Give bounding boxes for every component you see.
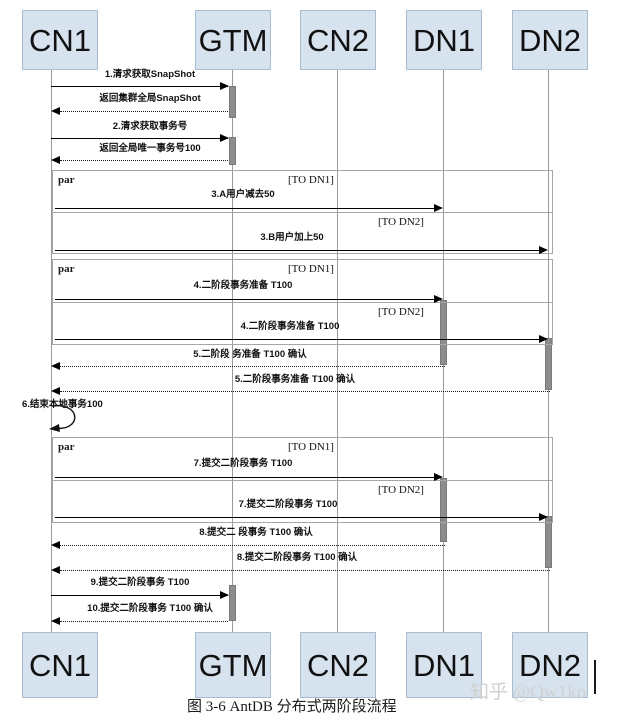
activation-bar-dn2-1: [545, 338, 552, 390]
message-arrowhead-8: [539, 335, 548, 343]
message-arrowhead-3: [220, 134, 229, 142]
message-arrowhead-13: [539, 513, 548, 521]
participant-label: DN1: [412, 22, 475, 58]
message-label-13: 7.提交二阶段事务 T100: [238, 499, 338, 510]
message-label-10: 5.二阶段事务准备 T100 确认: [234, 374, 356, 385]
activation-bar-dn1-2: [440, 478, 447, 542]
participant-footer-dn2[interactable]: DN2: [512, 632, 588, 698]
message-label-16: 9.提交二阶段事务 T100: [90, 577, 190, 588]
watermark: 知乎 @Qw1ko: [470, 682, 587, 703]
message-line-16: [51, 595, 228, 596]
lifeline-cn1: [51, 70, 52, 632]
self-message-loop: [49, 405, 76, 432]
message-arrowhead-4: [51, 156, 60, 164]
message-line-15: [60, 570, 550, 571]
fragment-par-2-guard-dn1: [TO DN1]: [288, 263, 334, 275]
fragment-par-3-guard-dn1: [TO DN1]: [288, 441, 334, 453]
activation-bar-gtm-2: [229, 137, 236, 165]
message-arrowhead-15: [51, 566, 60, 574]
message-label-9: 5.二阶段 务准备 T100 确认: [193, 349, 307, 360]
message-label-17: 10.提交二阶段事务 T100 确认: [87, 603, 213, 614]
message-arrowhead-17: [51, 617, 60, 625]
lifeline-cn2: [337, 70, 338, 632]
message-line-10: [60, 391, 550, 392]
participant-label: GTM: [198, 647, 268, 683]
message-line-14: [60, 545, 445, 546]
participant-header-cn2[interactable]: CN2: [300, 10, 376, 70]
message-label-6: 3.B用户加上50: [260, 232, 324, 243]
message-label-4: 返回全局唯一事务号100: [99, 143, 201, 154]
fragment-par-2-label: par: [58, 263, 75, 275]
message-line-13: [55, 517, 540, 518]
text-cursor-artifact: [594, 660, 596, 694]
figure-caption: 图 3-6 AntDB 分布式两阶段流程: [187, 699, 397, 715]
message-arrowhead-9: [51, 362, 60, 370]
fragment-par-3-divider: [52, 480, 553, 481]
participant-footer-dn1[interactable]: DN1: [406, 632, 482, 698]
message-line-3: [51, 138, 228, 139]
message-line-4: [60, 160, 228, 161]
activation-bar-gtm-1: [229, 86, 236, 118]
fragment-par-2-guard-dn2: [TO DN2]: [378, 306, 424, 318]
participant-label: CN1: [28, 22, 91, 58]
fragment-par-2-divider: [52, 302, 553, 303]
message-arrowhead-14: [51, 541, 60, 549]
message-line-5: [55, 208, 435, 209]
participant-footer-cn2[interactable]: CN2: [300, 632, 376, 698]
message-line-1: [51, 86, 228, 87]
message-line-6: [55, 250, 540, 251]
message-label-2: 返回集群全局SnapShot: [99, 93, 201, 104]
fragment-par-1-guard-dn2: [TO DN2]: [378, 216, 424, 228]
message-label-14: 8.提交二 段事务 T100 确认: [199, 527, 313, 538]
participant-footer-gtm[interactable]: GTM: [195, 632, 271, 698]
message-arrowhead-16: [220, 591, 229, 599]
message-label-7: 4.二阶段事务准备 T100: [193, 280, 293, 291]
message-line-8: [55, 339, 540, 340]
message-label-5: 3.A用户减去50: [211, 189, 275, 200]
fragment-par-1-divider: [52, 212, 553, 213]
fragment-par-3-label: par: [58, 441, 75, 453]
participant-label: CN2: [306, 647, 369, 683]
message-line-7: [55, 299, 435, 300]
message-arrowhead-1: [220, 82, 229, 90]
participant-header-gtm[interactable]: GTM: [195, 10, 271, 70]
activation-bar-dn1-1: [440, 300, 447, 365]
message-line-12: [55, 477, 435, 478]
participant-label: DN1: [412, 647, 475, 683]
message-arrowhead-6: [539, 246, 548, 254]
activation-bar-dn2-2: [545, 516, 552, 568]
participant-header-cn1[interactable]: CN1: [22, 10, 98, 70]
message-arrowhead-7: [434, 295, 443, 303]
message-label-15: 8.提交二阶段事务 T100 确认: [236, 552, 358, 563]
message-label-1: 1.清求获取SnapShot: [104, 69, 196, 80]
participant-label: CN2: [306, 22, 369, 58]
message-line-17: [60, 621, 228, 622]
participant-header-dn2[interactable]: DN2: [512, 10, 588, 70]
fragment-par-1-label: par: [58, 174, 75, 186]
lifeline-gtm: [232, 70, 233, 632]
message-arrowhead-2: [51, 107, 60, 115]
activation-bar-gtm-3: [229, 585, 236, 621]
fragment-par-1-guard-dn1: [TO DN1]: [288, 174, 334, 186]
fragment-par-3-guard-dn2: [TO DN2]: [378, 484, 424, 496]
participant-label: DN2: [518, 647, 581, 683]
message-label-11: 6.结束本地事务100: [22, 399, 103, 410]
message-label-8: 4.二阶段事务准备 T100: [240, 321, 340, 332]
participant-label: GTM: [198, 22, 268, 58]
message-label-3: 2.清求获取事务号: [112, 121, 188, 132]
message-arrowhead-5: [434, 204, 443, 212]
participant-header-dn1[interactable]: DN1: [406, 10, 482, 70]
message-arrowhead-12: [434, 473, 443, 481]
message-line-2: [60, 111, 228, 112]
message-line-9: [60, 366, 445, 367]
participant-label: CN1: [28, 647, 91, 683]
message-arrowhead-10: [51, 387, 60, 395]
participant-footer-cn1[interactable]: CN1: [22, 632, 98, 698]
participant-label: DN2: [518, 22, 581, 58]
message-label-12: 7.提交二阶段事务 T100: [193, 458, 293, 469]
